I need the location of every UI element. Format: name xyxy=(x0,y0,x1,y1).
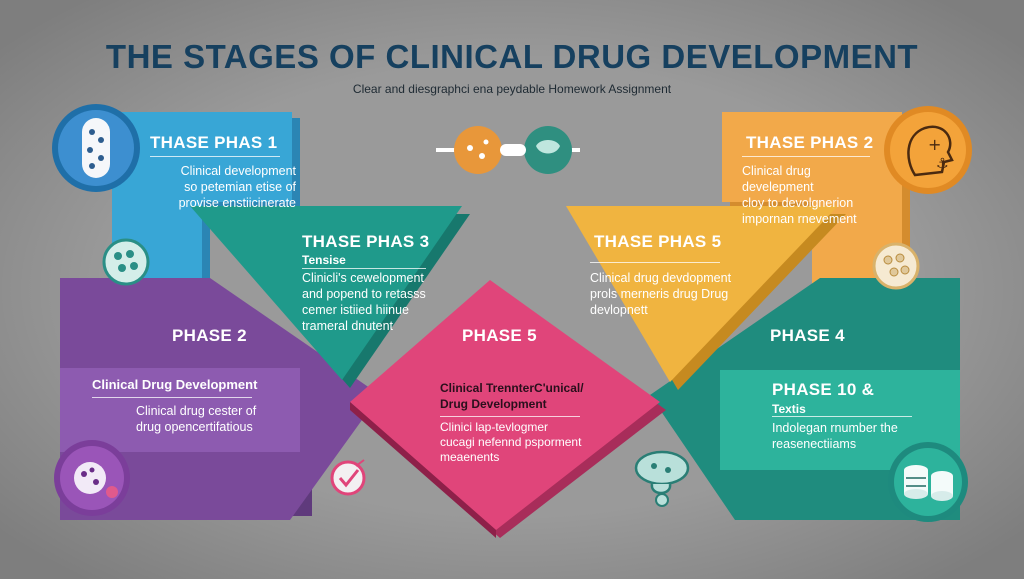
microscope-cell-icon xyxy=(634,450,690,507)
phase-bottom-right-shape xyxy=(650,278,960,520)
cell-dots-icon xyxy=(872,242,920,290)
molecule-pair-icon xyxy=(436,126,580,174)
phase-top-left-rule xyxy=(150,156,280,157)
pill-capsule-icon xyxy=(52,104,140,192)
cell-cluster-icon xyxy=(102,238,150,286)
phase-bottom-center-body: Clinici lap-tevlogmer cucagi nefennd psp… xyxy=(440,420,582,464)
phase-top-center-left-rule xyxy=(302,268,426,269)
phase-top-left-title: THASE PHAS 1 xyxy=(150,133,278,152)
phase-top-center-left-body: Clinicli's cewelopment and popend to ret… xyxy=(302,271,426,333)
phase-bottom-left-rule xyxy=(92,397,252,398)
page-subtitle: Clear and diesgraphci ena peydable Homew… xyxy=(352,82,672,96)
phase-bottom-center-rule xyxy=(440,416,580,417)
page-title: THE STAGES OF CLINICAL DRUG DEVELOPMENT xyxy=(105,38,919,75)
phase-top-center-right-shape xyxy=(566,206,846,390)
phase-bottom-left-body: Clinical drug cester of drug opencertifa… xyxy=(136,404,257,434)
phase-bottom-center-title: PHASE 5 xyxy=(462,326,537,345)
phase-bottom-right-body: Indolegan rnumber the reasenectiiams xyxy=(772,421,898,451)
phase-top-right-body: Clinical drug develepment cloy to devolg… xyxy=(742,164,857,226)
phase-top-center-right-rule xyxy=(590,262,720,263)
phase-top-center-left-subtitle: Tensise xyxy=(302,253,346,267)
checkmark-flask-icon xyxy=(330,459,366,496)
svg-text:+: + xyxy=(928,135,941,154)
virus-icon xyxy=(54,440,130,516)
phase-top-center-left-title: THASE PHAS 3 xyxy=(302,232,430,251)
phase-bottom-right-subtitle-2: Textis xyxy=(772,402,806,416)
phase-bottom-right-subtitle: PHASE 10 & xyxy=(772,380,875,399)
svg-text:⚓: ⚓ xyxy=(936,156,949,172)
pill-stack-icon xyxy=(888,442,968,522)
phase-top-center-right-body: Clinical drug devdopment prols merneris … xyxy=(590,271,732,317)
phase-bottom-center-subtitle: Clinical TrennterC'unical/ Drug Developm… xyxy=(440,381,584,411)
phase-bottom-right-title: PHASE 4 xyxy=(770,326,845,345)
phase-top-center-right-title: THASE PHAS 5 xyxy=(594,232,722,251)
phase-top-left-body: Clinical development so petemian etise o… xyxy=(178,164,296,210)
phase-bottom-center-shape xyxy=(350,280,666,538)
head-molecule-icon: + ⚓ xyxy=(884,106,972,194)
phase-top-right-title: THASE PHAS 2 xyxy=(746,133,874,152)
phase-top-center-left-shape xyxy=(190,206,470,388)
phase-bottom-left-subtitle: Clinical Drug Development xyxy=(92,377,258,392)
phase-bottom-right-rule xyxy=(772,416,912,417)
phase-top-right-rule xyxy=(742,156,870,157)
phase-bottom-left-title: PHASE 2 xyxy=(172,326,247,345)
